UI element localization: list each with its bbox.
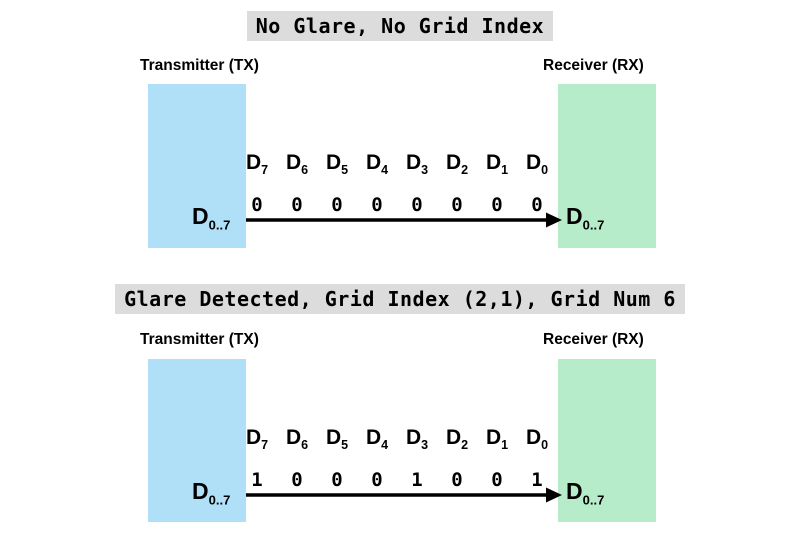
transmitter-bus-label: D0..7 xyxy=(192,480,230,507)
bit-value: 0 xyxy=(371,469,383,491)
bit-name-cell: D4 xyxy=(357,152,397,177)
bit-name-cell: D5 xyxy=(317,152,357,177)
bit-letter: D xyxy=(245,151,262,174)
bit-name-track: D7 D6 D5 D4 D3 D2 D1 D0 xyxy=(237,427,557,452)
bit-name-cell: D1 xyxy=(477,427,517,452)
transmitter-bus-letter: D xyxy=(192,478,209,504)
panel-title: No Glare, No Grid Index xyxy=(246,11,554,41)
bit-value: 0 xyxy=(331,194,343,216)
bit-name-cell: D6 xyxy=(277,152,317,177)
panel-title-row: No Glare, No Grid Index xyxy=(0,11,800,41)
bit-index: 3 xyxy=(421,163,429,178)
bit-index: 4 xyxy=(381,438,389,453)
transmitter-caption: Transmitter (TX) xyxy=(140,57,259,74)
bit-value: 0 xyxy=(371,194,383,216)
bit-value: 0 xyxy=(291,469,303,491)
bit-letter: D xyxy=(285,151,302,174)
bit-index: 7 xyxy=(261,438,269,453)
bit-letter: D xyxy=(285,426,302,449)
data-flow-arrow xyxy=(246,212,562,228)
bit-name-cell: D0 xyxy=(517,152,557,177)
bit-letter: D xyxy=(445,426,462,449)
bit-index: 5 xyxy=(341,438,349,453)
bit-index: 3 xyxy=(421,438,429,453)
bit-letter: D xyxy=(325,151,342,174)
bit-value: 1 xyxy=(251,469,263,491)
bit-name-cell: D1 xyxy=(477,152,517,177)
bit-value: 1 xyxy=(411,469,423,491)
bit-value: 0 xyxy=(291,194,303,216)
bit-value: 0 xyxy=(491,194,503,216)
bit-value: 0 xyxy=(451,469,463,491)
bit-letter: D xyxy=(485,426,502,449)
bit-index: 2 xyxy=(461,163,469,178)
bit-letter: D xyxy=(405,426,422,449)
bit-letter: D xyxy=(365,151,382,174)
bit-name-cell: D6 xyxy=(277,427,317,452)
bit-name-track: D7 D6 D5 D4 D3 D2 D1 D0 xyxy=(237,152,557,177)
diagram-panel-no-glare: No Glare, No Grid Index Transmitter (TX)… xyxy=(0,0,800,266)
bit-name-cell: D0 xyxy=(517,427,557,452)
receiver-box xyxy=(558,84,656,248)
bit-index: 6 xyxy=(301,438,309,453)
receiver-caption: Receiver (RX) xyxy=(543,331,644,348)
transmitter-bus-range: 0..7 xyxy=(208,492,231,508)
receiver-box xyxy=(558,359,656,522)
bit-value: 0 xyxy=(411,194,423,216)
bit-letter: D xyxy=(525,426,542,449)
bit-name-cell: D2 xyxy=(437,427,477,452)
bit-name-cell: D3 xyxy=(397,152,437,177)
bit-letter: D xyxy=(525,151,542,174)
bit-name-cell: D7 xyxy=(237,152,277,177)
receiver-caption: Receiver (RX) xyxy=(543,57,644,74)
transmitter-caption: Transmitter (TX) xyxy=(140,331,259,348)
bit-index: 5 xyxy=(341,163,349,178)
receiver-bus-letter: D xyxy=(566,478,583,504)
bit-name-cell: D7 xyxy=(237,427,277,452)
diagram-panel-glare-detected: Glare Detected, Grid Index (2,1), Grid N… xyxy=(0,275,800,533)
panel-title: Glare Detected, Grid Index (2,1), Grid N… xyxy=(115,284,685,314)
transmitter-bus-range: 0..7 xyxy=(208,217,231,233)
bit-name-cell: D4 xyxy=(357,427,397,452)
bit-value: 1 xyxy=(531,469,543,491)
transmitter-bus-label: D0..7 xyxy=(192,205,230,232)
bit-index: 1 xyxy=(501,163,509,178)
bit-index: 4 xyxy=(381,163,389,178)
receiver-bus-label: D0..7 xyxy=(566,480,604,507)
bit-value-track: 1 0 0 0 1 0 0 1 xyxy=(237,471,557,490)
bit-index: 7 xyxy=(261,163,269,178)
bit-value: 0 xyxy=(331,469,343,491)
bit-value: 0 xyxy=(251,194,263,216)
bit-index: 2 xyxy=(461,438,469,453)
bit-value: 0 xyxy=(451,194,463,216)
transmitter-bus-letter: D xyxy=(192,203,209,229)
receiver-bus-letter: D xyxy=(566,203,583,229)
transmitter-box xyxy=(148,359,246,522)
bit-letter: D xyxy=(325,426,342,449)
bit-letter: D xyxy=(245,426,262,449)
bit-index: 0 xyxy=(541,163,549,178)
receiver-bus-range: 0..7 xyxy=(582,492,605,508)
bit-name-cell: D2 xyxy=(437,152,477,177)
bit-index: 0 xyxy=(541,438,549,453)
bit-value: 0 xyxy=(531,194,543,216)
data-flow-arrow xyxy=(246,487,562,503)
bit-index: 1 xyxy=(501,438,509,453)
bit-index: 6 xyxy=(301,163,309,178)
receiver-bus-label: D0..7 xyxy=(566,205,604,232)
receiver-bus-range: 0..7 xyxy=(582,217,605,233)
bit-letter: D xyxy=(445,151,462,174)
bit-letter: D xyxy=(405,151,422,174)
bit-name-cell: D3 xyxy=(397,427,437,452)
bit-name-cell: D5 xyxy=(317,427,357,452)
bit-value-track: 0 0 0 0 0 0 0 0 xyxy=(237,196,557,215)
panel-title-row: Glare Detected, Grid Index (2,1), Grid N… xyxy=(0,284,800,314)
transmitter-box xyxy=(148,84,246,248)
bit-letter: D xyxy=(365,426,382,449)
bit-letter: D xyxy=(485,151,502,174)
bit-value: 0 xyxy=(491,469,503,491)
